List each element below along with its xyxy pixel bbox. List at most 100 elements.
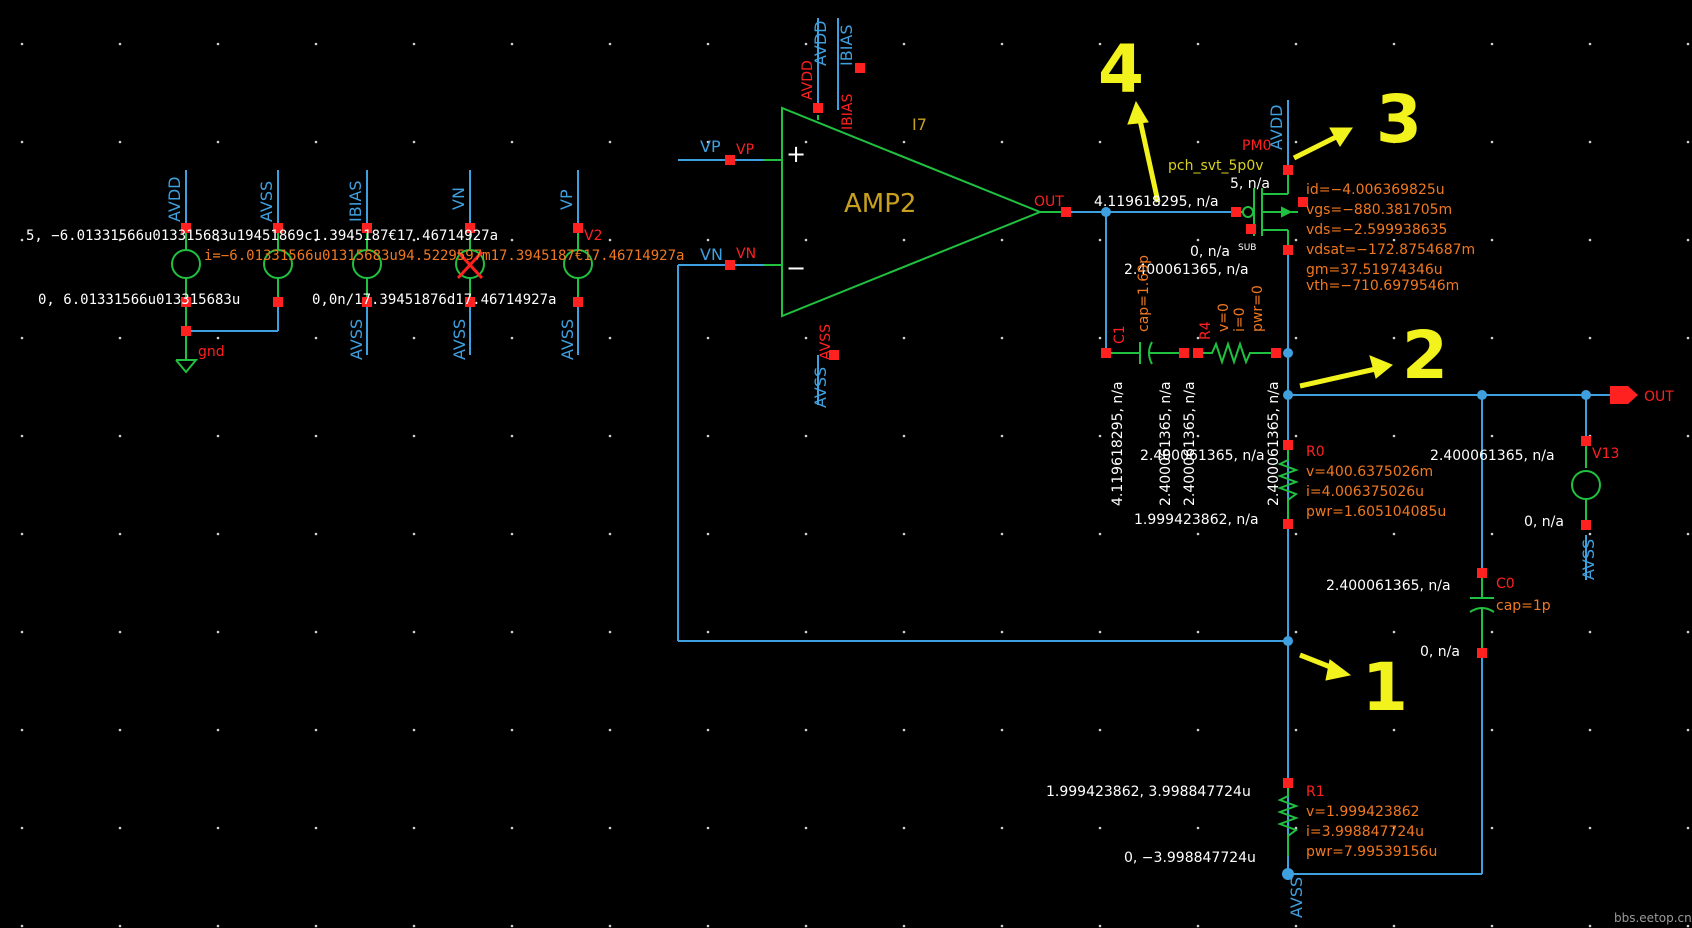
- r1-param-v: v=1.999423862: [1306, 804, 1420, 820]
- grid-dot: [1490, 924, 1494, 928]
- grid-dot: [510, 42, 514, 46]
- grid-dot: [20, 336, 24, 340]
- r0-param-pwr: pwr=1.605104085u: [1306, 504, 1446, 520]
- r1-v-bot: 0, −3.998847724u: [1124, 850, 1256, 866]
- src-bottom-avss-3: AVSS: [558, 319, 577, 360]
- src-net-avss: AVSS: [257, 181, 276, 222]
- grid-dot: [216, 728, 220, 732]
- grid-dot: [902, 42, 906, 46]
- vsrc-avdd[interactable]: [171, 249, 201, 279]
- grid-dot: [902, 238, 906, 242]
- r1-param-i: i=3.998847724u: [1306, 824, 1424, 840]
- src-vn-tag: VN: [700, 245, 723, 264]
- grid-dot: [1098, 238, 1102, 242]
- r4-param-pwr: pwr=0: [1250, 285, 1266, 332]
- grid-dot: [1686, 728, 1690, 732]
- grid-dot: [1392, 532, 1396, 536]
- grid-dot: [1294, 336, 1298, 340]
- grid-dot: [1686, 434, 1690, 438]
- grid-dot: [1686, 140, 1690, 144]
- r0-name: R0: [1306, 444, 1325, 460]
- grid-dot: [1686, 336, 1690, 340]
- r0-v-bot: 1.999423862, n/a: [1134, 512, 1259, 528]
- grid-dot: [118, 140, 122, 144]
- grid-dot: [1196, 434, 1200, 438]
- wire-label-avss: AVSS: [811, 367, 830, 408]
- pmos-sub-label: SUB: [1238, 243, 1256, 253]
- grid-dot: [1490, 532, 1494, 536]
- grid-dot: [314, 728, 318, 732]
- grid-dot: [1000, 924, 1004, 928]
- error-x-marker: [456, 250, 484, 280]
- resistor-r4[interactable]: [1198, 340, 1276, 366]
- grid-dot: [1490, 826, 1494, 830]
- vsrc-v13[interactable]: [1571, 470, 1601, 500]
- grid-dot: [118, 728, 122, 732]
- pmos-drain-val: 2.400061365, n/a: [1124, 262, 1249, 278]
- capacitor-c0[interactable]: [1469, 573, 1495, 653]
- grid-dot: [804, 532, 808, 536]
- grid-dot: [608, 434, 612, 438]
- r4-name: R4: [1198, 321, 1214, 340]
- grid-dot: [804, 924, 808, 928]
- grid-dot: [1686, 826, 1690, 830]
- grid-dot: [1294, 728, 1298, 732]
- grid-dot: [1392, 336, 1396, 340]
- grid-dot: [1000, 728, 1004, 732]
- grid-dot: [20, 728, 24, 732]
- grid-dot: [1098, 630, 1102, 634]
- grid-dot: [1392, 728, 1396, 732]
- grid-dot: [804, 336, 808, 340]
- amp-pin-out: OUT: [1034, 194, 1064, 210]
- grid-dot: [1196, 728, 1200, 732]
- grid-dot: [706, 434, 710, 438]
- grid-dot: [1588, 336, 1592, 340]
- grid-dot: [1000, 140, 1004, 144]
- grid-dot: [510, 434, 514, 438]
- annotation-arrows: [1127, 100, 1393, 681]
- grid-dot: [902, 336, 906, 340]
- grid-dot: [1294, 826, 1298, 830]
- grid-dot: [706, 728, 710, 732]
- grid-dot: [608, 532, 612, 536]
- grid-dot: [412, 728, 416, 732]
- grid-dot: [20, 532, 24, 536]
- grid-dot: [1392, 140, 1396, 144]
- grid-dot: [1294, 924, 1298, 928]
- grid-dot: [1588, 924, 1592, 928]
- annotation-2: 2: [1402, 317, 1448, 394]
- grid-dots: [20, 42, 1690, 928]
- amp-pin-avss: AVSS: [818, 324, 834, 360]
- grid-dot: [216, 826, 220, 830]
- grid-dot: [20, 826, 24, 830]
- grid-dot: [608, 336, 612, 340]
- grid-dot: [1196, 630, 1200, 634]
- resistor-r1[interactable]: [1277, 784, 1299, 856]
- out-pin-shape[interactable]: [1610, 386, 1638, 404]
- grid-dot: [1000, 434, 1004, 438]
- r4-param-i: i=0: [1232, 307, 1248, 332]
- grid-dot: [314, 630, 318, 634]
- grid-dot: [1686, 532, 1690, 536]
- grid-dot: [216, 630, 220, 634]
- capacitor-c1[interactable]: [1106, 341, 1184, 365]
- grid-dot: [1294, 434, 1298, 438]
- resistor-r0[interactable]: [1277, 448, 1299, 524]
- grid-dot: [216, 924, 220, 928]
- grid-dot: [314, 434, 318, 438]
- grid-dot: [118, 630, 122, 634]
- r1-param-pwr: pwr=7.99539156u: [1306, 844, 1437, 860]
- c1-v-left: 4.119618295, n/a: [1110, 381, 1126, 506]
- grid-dot: [1490, 238, 1494, 242]
- grid-dot: [706, 924, 710, 928]
- grid-dot: [216, 336, 220, 340]
- amp-pin-vn: VN: [736, 246, 756, 262]
- grid-dot: [510, 826, 514, 830]
- grid-dot: [1098, 924, 1102, 928]
- grid-dot: [1196, 924, 1200, 928]
- grid-dot: [216, 238, 220, 242]
- grid-dot: [804, 140, 808, 144]
- grid-dot: [20, 630, 24, 634]
- watermark: bbs.eetop.cn: [1614, 911, 1692, 925]
